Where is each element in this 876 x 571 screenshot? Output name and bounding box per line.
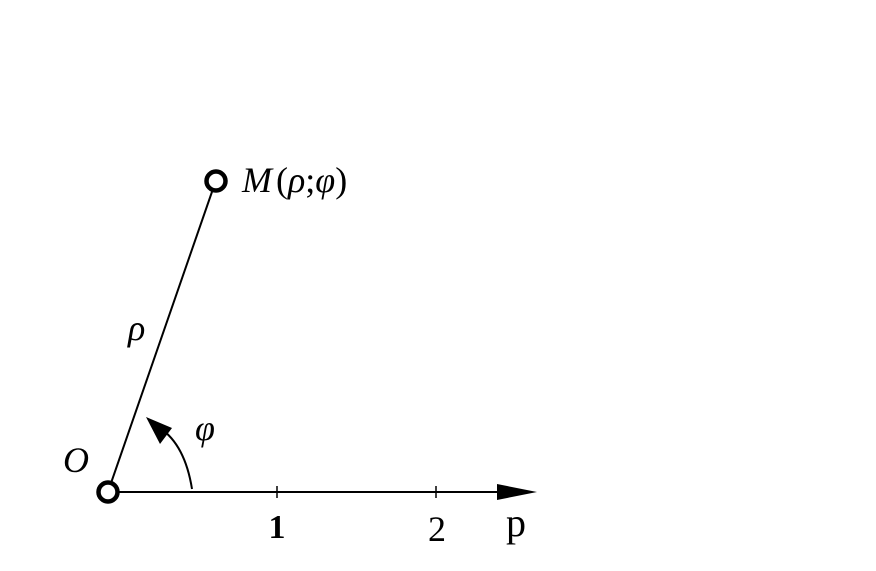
angle-arrowhead [146, 417, 172, 444]
point-m-separator: ; [305, 160, 315, 200]
axis-label: p [506, 500, 526, 545]
tick-label-1: 1 [269, 509, 286, 546]
polar-axis-arrowhead [497, 484, 537, 500]
segment-label: ρ [127, 308, 145, 348]
point-m-rho: ρ [287, 160, 305, 200]
origin-point [96, 480, 120, 504]
point-m-label: M(ρ;φ) [241, 160, 347, 200]
angle-label: φ [195, 408, 215, 448]
point-m-phi: φ [315, 160, 335, 200]
origin-label: O [63, 440, 89, 480]
point-m-name: M [241, 160, 274, 200]
tick-label-2: 2 [428, 509, 446, 549]
point-m [204, 169, 228, 193]
point-m-close-paren: ) [335, 160, 347, 200]
point-m-open-paren: ( [276, 160, 288, 200]
radius-segment [109, 185, 215, 487]
